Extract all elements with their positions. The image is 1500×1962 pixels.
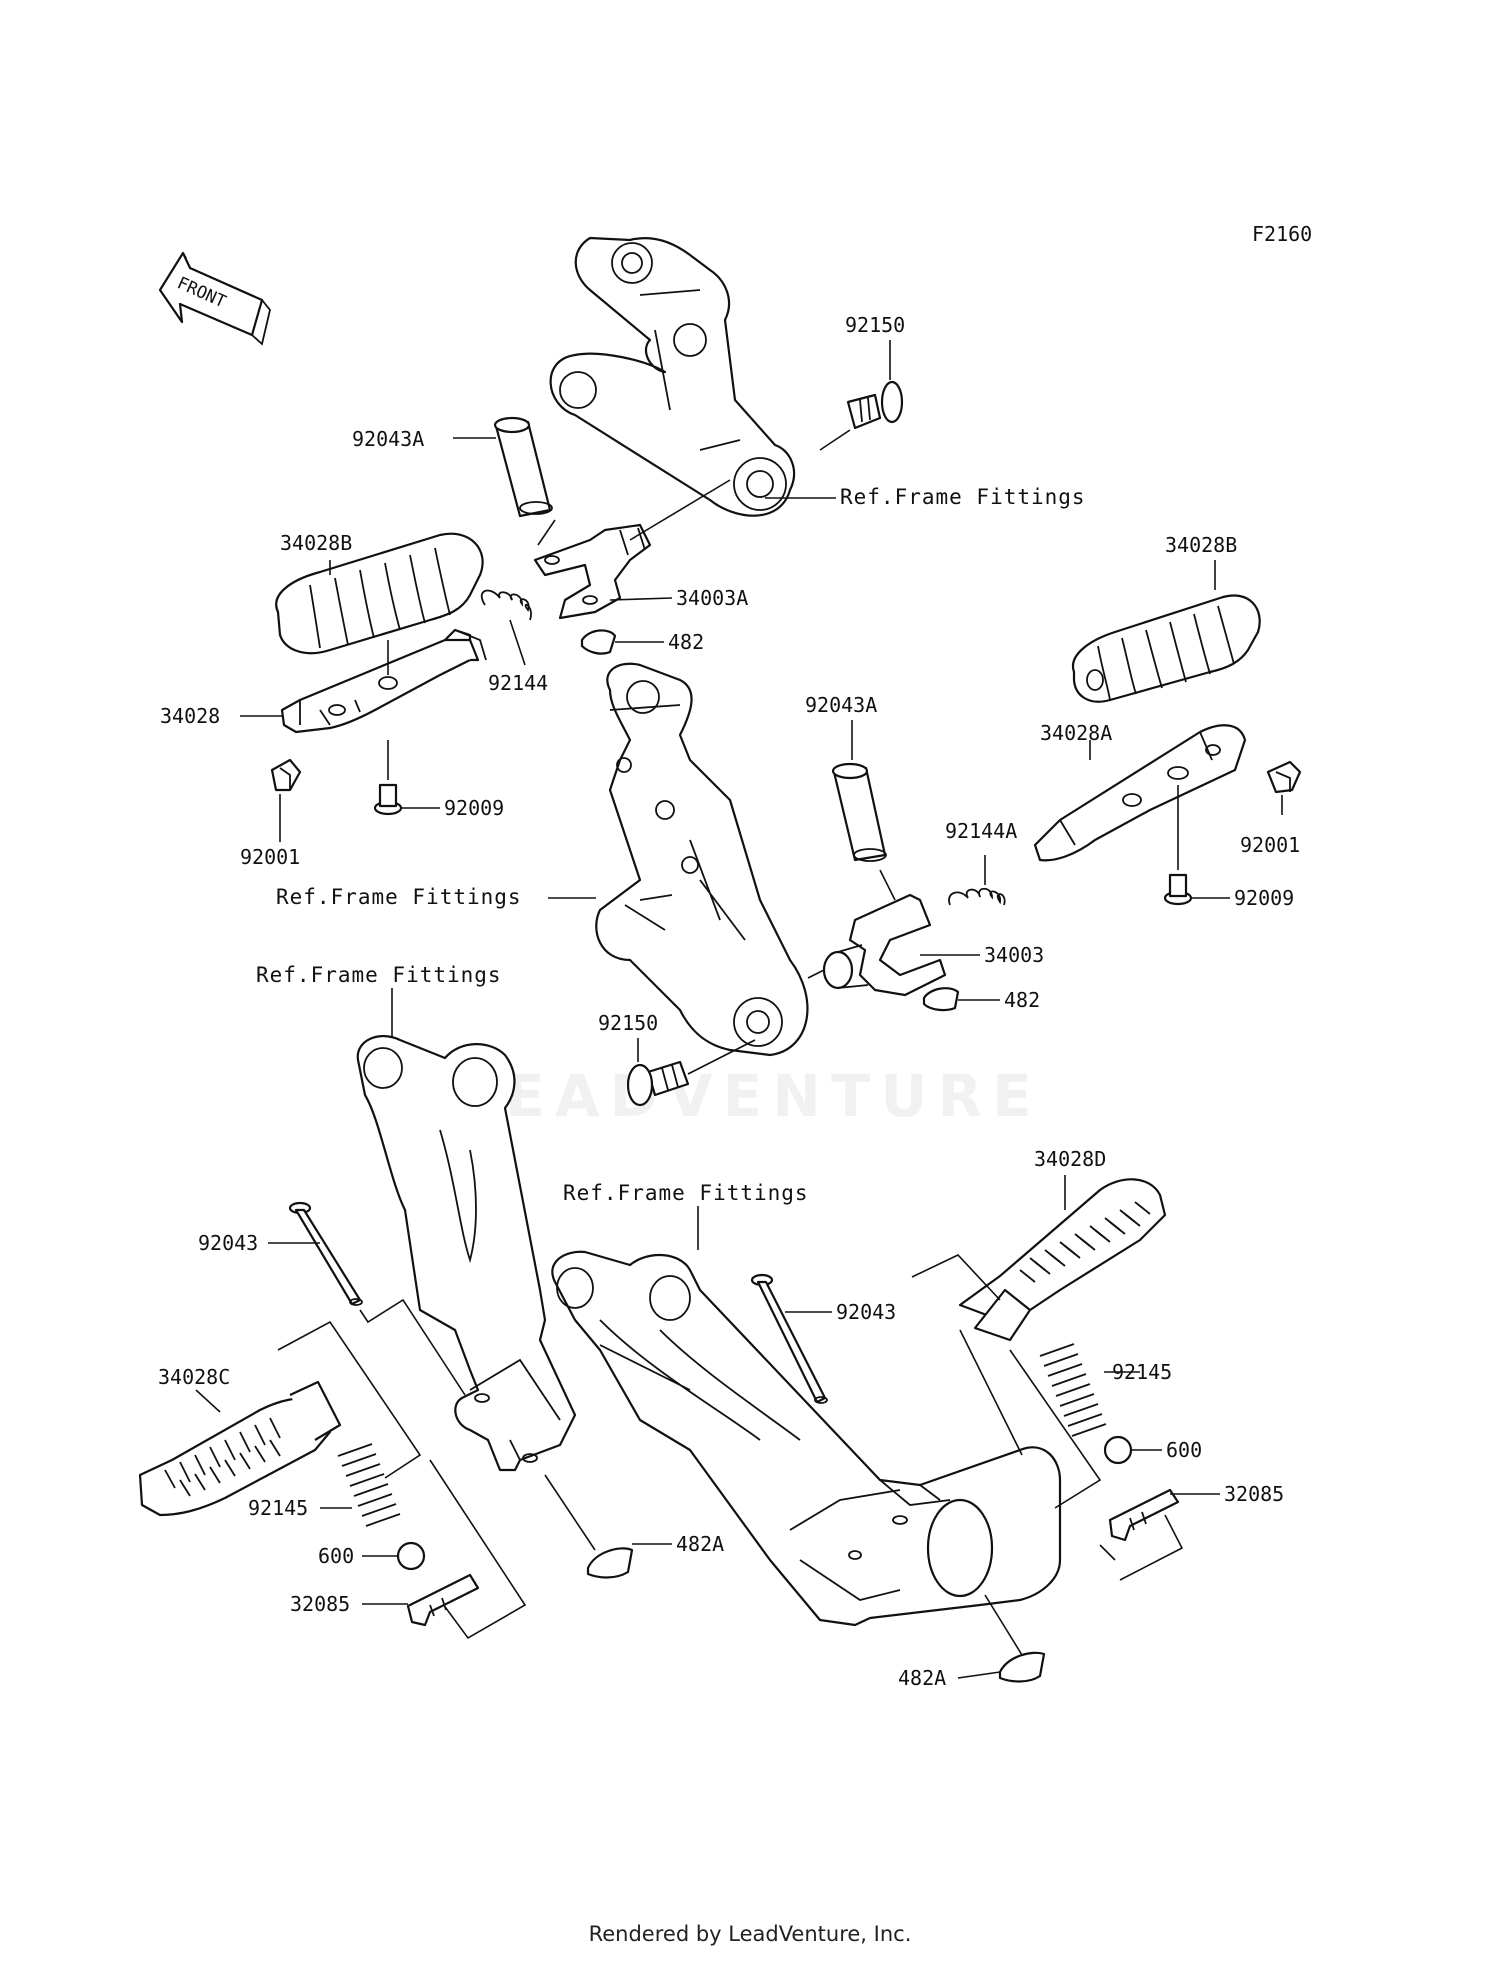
watermark-text: LEADVENTURE (458, 1062, 1042, 1130)
bracket-34003A (533, 523, 652, 620)
label-92001-right: 92001 (1240, 833, 1300, 857)
label-482A-left: 482A (676, 1532, 724, 1556)
footpeg-rubber-34028B-left (275, 532, 484, 655)
pin-92043A-mid (831, 762, 887, 862)
label-92145-left: 92145 (248, 1496, 308, 1520)
bolt-92001-left (270, 758, 302, 792)
label-ref-frame-lower-right: Ref.Frame Fittings (563, 1181, 809, 1205)
label-92009-left: 92009 (444, 796, 504, 820)
label-34028D: 34028D (1034, 1147, 1106, 1171)
front-arrow-icon: FRONT (158, 251, 271, 346)
bolt-92009-right (1163, 873, 1193, 906)
detent-32085-left (406, 1573, 480, 1627)
label-ref-frame-mid: Ref.Frame Fittings (276, 885, 522, 909)
bracket-34003 (822, 893, 947, 997)
label-92043A-mid: 92043A (805, 693, 877, 717)
footpeg-rubber-34028B-right (1071, 594, 1261, 703)
footer-credit: Rendered by LeadVenture, Inc. (588, 1922, 912, 1946)
upper-right-bracket (549, 236, 796, 517)
spring-92144A (948, 887, 1006, 906)
label-32085-right: 32085 (1224, 1482, 1284, 1506)
label-34028: 34028 (160, 704, 220, 728)
label-34003A: 34003A (676, 586, 748, 610)
label-32085-left: 32085 (290, 1592, 350, 1616)
label-34028B-right: 34028B (1165, 533, 1237, 557)
label-92150-mid: 92150 (598, 1011, 658, 1035)
label-92043-right: 92043 (836, 1300, 896, 1324)
lower-right-bracket (551, 1250, 1062, 1627)
label-34003: 34003 (984, 943, 1044, 967)
bolt-92150-top (846, 380, 904, 430)
footpeg-34028A (1033, 724, 1247, 862)
figure-code: F2160 (1252, 222, 1312, 246)
label-482A-right: 482A (898, 1666, 946, 1690)
label-482-mid: 482 (1004, 988, 1040, 1012)
clip-482A-right (998, 1651, 1046, 1683)
spring-92145-left (337, 1443, 401, 1527)
footpeg-34028D (958, 1178, 1167, 1342)
center-bracket (595, 662, 809, 1057)
label-92144A: 92144A (945, 819, 1017, 843)
clip-482-top (580, 629, 617, 655)
label-92009-right: 92009 (1234, 886, 1294, 910)
label-92043-left: 92043 (198, 1231, 258, 1255)
footpeg-34028C (138, 1380, 342, 1517)
label-600-left: 600 (318, 1544, 354, 1568)
label-92144: 92144 (488, 671, 548, 695)
detent-32085-right (1108, 1488, 1180, 1542)
label-92145-right: 92145 (1112, 1360, 1172, 1384)
ball-600-right (1103, 1435, 1133, 1465)
pin-92043A-top (493, 416, 553, 518)
label-34028C: 34028C (158, 1365, 230, 1389)
label-92043A-top: 92043A (352, 427, 424, 451)
label-ref-frame-lower-left: Ref.Frame Fittings (256, 963, 502, 987)
label-ref-frame-top: Ref.Frame Fittings (840, 485, 1086, 509)
clip-482-mid (922, 987, 960, 1012)
spring-92144 (480, 589, 532, 621)
label-34028A: 34028A (1040, 721, 1112, 745)
pin-92043-right (750, 1273, 828, 1404)
bolt-92150-mid (626, 1060, 690, 1107)
ball-600-left (396, 1541, 426, 1571)
clip-482A-left (586, 1547, 634, 1579)
bolt-92001-right (1266, 760, 1302, 794)
footpeg-34028 (280, 628, 487, 734)
label-600-right: 600 (1166, 1438, 1202, 1462)
label-92001-left: 92001 (240, 845, 300, 869)
label-482-top: 482 (668, 630, 704, 654)
pin-92043-left (288, 1201, 363, 1306)
lower-left-bracket (356, 1035, 577, 1472)
bolt-92009-left (373, 783, 403, 816)
label-34028B-left: 34028B (280, 531, 352, 555)
spring-92145-right (1039, 1343, 1107, 1437)
label-92150-top: 92150 (845, 313, 905, 337)
